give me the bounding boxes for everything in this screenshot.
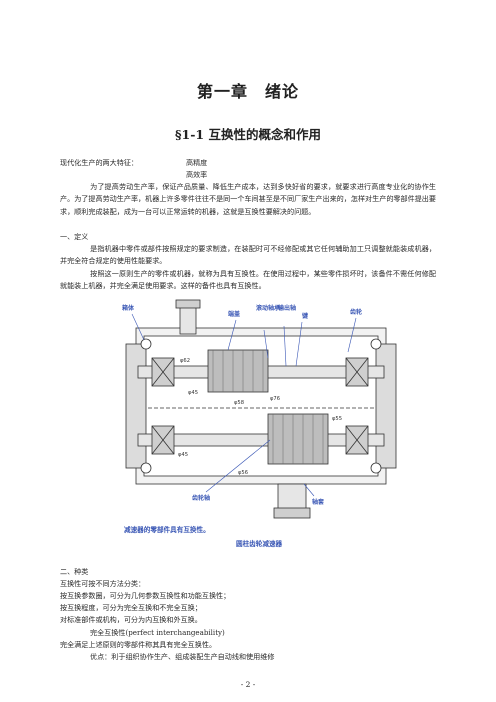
dim-label: φ58 bbox=[234, 400, 244, 406]
dim-label: φ45 bbox=[178, 452, 188, 458]
dim-label: φ62 bbox=[180, 358, 190, 364]
classification-line: 对标准部件或机构，可分为内互换和外互换。 bbox=[60, 615, 202, 624]
complete-interchangeability-desc: 完全满足上述原则的零部件称其具有完全互换性。 bbox=[60, 640, 217, 649]
classification-line: 按互换程度，可分为完全互换和不完全互换； bbox=[60, 603, 202, 612]
figure-caption: 圆柱齿轮减速器 bbox=[236, 540, 283, 548]
label-key: 键 bbox=[301, 312, 309, 320]
section-title: §1-1 互换性的概念和作用 bbox=[175, 127, 321, 142]
classification-line: 按互换参数圈，可分为几何参数互换性和功能互换性； bbox=[60, 591, 231, 600]
figure-caption-left: 减速器的零部件具有互换性。 bbox=[124, 526, 210, 534]
classification-heading: 二、种类 bbox=[60, 567, 89, 576]
page-number: - 2 - bbox=[240, 680, 256, 689]
intro-paragraph: 为了提高劳动生产率，保证产品质量、降低生产成本，达到多快好省的要求，就要求进行高… bbox=[60, 181, 436, 231]
definition-paragraph-1: 是指机器中零件或部件按照规定的要求制造，在装配时可不经修配或其它任何辅助加工只调… bbox=[60, 244, 436, 266]
complete-interchangeability-title: 完全互换性(perfect interchangeability) bbox=[90, 628, 225, 637]
definition-heading: 一、定义 bbox=[60, 232, 89, 241]
chapter-title: 第一章 绪论 bbox=[196, 82, 299, 101]
label-rolling-bearing: 滚动轴承 bbox=[256, 304, 280, 312]
label-sleeve: 轴套 bbox=[312, 498, 324, 506]
classification-line: 互换性可按不同方法分类： bbox=[60, 579, 146, 588]
features-label: 现代化生产的两大特征： bbox=[60, 158, 139, 167]
dim-label: φ76 bbox=[270, 396, 280, 402]
gear-reducer-figure: φ62 φ45 φ58 φ76 φ55 φ45 φ56 箱体 端盖 滚动轴承 输… bbox=[122, 299, 397, 519]
label-housing: 箱体 bbox=[122, 304, 135, 312]
dim-label: φ45 bbox=[188, 390, 198, 396]
label-output-shaft: 输出轴 bbox=[278, 304, 296, 312]
label-gear-shaft: 齿轮轴 bbox=[192, 494, 210, 502]
feature-high-efficiency: 高效率 bbox=[186, 170, 208, 179]
dim-label: φ56 bbox=[238, 470, 248, 476]
dim-label: φ55 bbox=[332, 416, 342, 422]
advantage-line: 优点：利于组织协作生产、组成装配生产自动线和使用维修 bbox=[90, 652, 275, 661]
intro-paragraph-text: 为了提高劳动生产率，保证产品质量、降低生产成本，达到多快好省的要求，就要求进行高… bbox=[60, 182, 436, 216]
feature-high-precision: 高精度 bbox=[186, 158, 208, 167]
label-end-cover: 端盖 bbox=[228, 310, 240, 318]
definition-paragraph-2: 按照这一原则生产的零件或机器，就称为具有互换性。在使用过程中，某些零件损坏时，该… bbox=[60, 269, 436, 291]
label-gear: 齿轮 bbox=[350, 308, 362, 316]
